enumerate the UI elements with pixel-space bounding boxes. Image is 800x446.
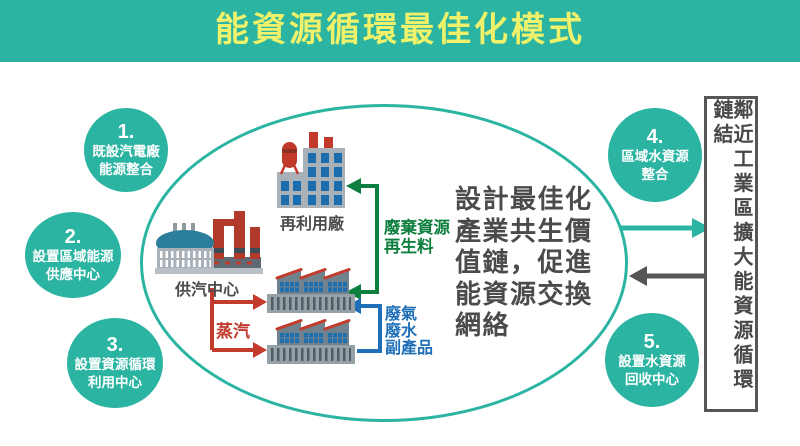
step-number: 4. <box>646 126 664 149</box>
byproduct-flow-line: 廢氣 <box>385 306 418 323</box>
outbound-arrow <box>621 218 711 238</box>
step-number: 5. <box>643 331 661 354</box>
center-description-line: 設計最佳化 <box>455 184 593 214</box>
center-description-line: 網絡 <box>455 310 511 340</box>
center-description-line: 能資源交換 <box>455 278 593 309</box>
step-label-line: 既設汽電廠 <box>92 144 160 160</box>
step-label-line: 整合 <box>641 167 669 182</box>
factory-icon-lower <box>267 319 355 364</box>
step-circle-4: 4. 區域水資源 整合 <box>608 108 702 202</box>
center-description-line: 值鏈，促進 <box>455 247 593 277</box>
step-circle-3: 3. 設置資源循環 利用中心 <box>67 318 163 408</box>
steam-center-icon <box>155 211 263 274</box>
header: 能資源循環最佳化模式 <box>0 0 800 62</box>
recycle-flow-line: 再生料 <box>384 238 434 256</box>
recycle-flow-line: 廢棄資源 <box>384 219 450 237</box>
step-label-line: 設置水資源 <box>618 354 686 370</box>
center-description-line: 產業共生價 <box>455 215 593 246</box>
expansion-box: 鄰近工業區擴大能資源循環鏈結 <box>704 96 758 412</box>
symbiosis-ellipse <box>140 104 628 422</box>
byproduct-flow-line: 副產品 <box>385 340 434 357</box>
step-number: 1. <box>117 121 135 144</box>
steam-flow-label: 蒸汽 <box>216 322 250 341</box>
step-number: 2. <box>64 226 82 249</box>
page-title: 能資源循環最佳化模式 <box>215 11 585 49</box>
recycle-flow-label: 廢棄資源 再生料 <box>384 219 450 257</box>
expansion-box-text: 鄰近工業區擴大能資源循環鏈結 <box>710 99 752 393</box>
steam-center-label: 供汽中心 <box>174 282 239 299</box>
center-description: 設計最佳化 產業共生價 值鏈，促進 能資源交換 網絡 <box>455 184 593 342</box>
reuse-plant-icon <box>277 132 345 208</box>
step-label-line: 回收中心 <box>625 372 679 387</box>
step-label-line: 區域水資源 <box>621 149 689 165</box>
step-circle-5: 5. 設置水資源 回收中心 <box>605 313 699 407</box>
byproduct-flow-label: 廢氣 廢水 副產品 <box>385 306 433 357</box>
step-label-line: 設置資源循環 <box>74 357 156 373</box>
factory-icon-upper <box>267 268 355 313</box>
step-label-line: 能源整合 <box>99 162 153 177</box>
step-number: 3. <box>106 334 124 357</box>
inbound-arrow <box>629 266 705 286</box>
step-label-line: 供應中心 <box>46 267 100 282</box>
step-label-line: 利用中心 <box>88 375 142 390</box>
step-circle-1: 1. 既設汽電廠 能源整合 <box>84 108 168 192</box>
reuse-plant-label: 再利用廠 <box>279 216 344 233</box>
step-circle-2: 2. 設置區域能源 供應中心 <box>25 212 121 298</box>
step-label-line: 設置區域能源 <box>32 249 114 265</box>
byproduct-flow-line: 廢水 <box>385 323 418 340</box>
